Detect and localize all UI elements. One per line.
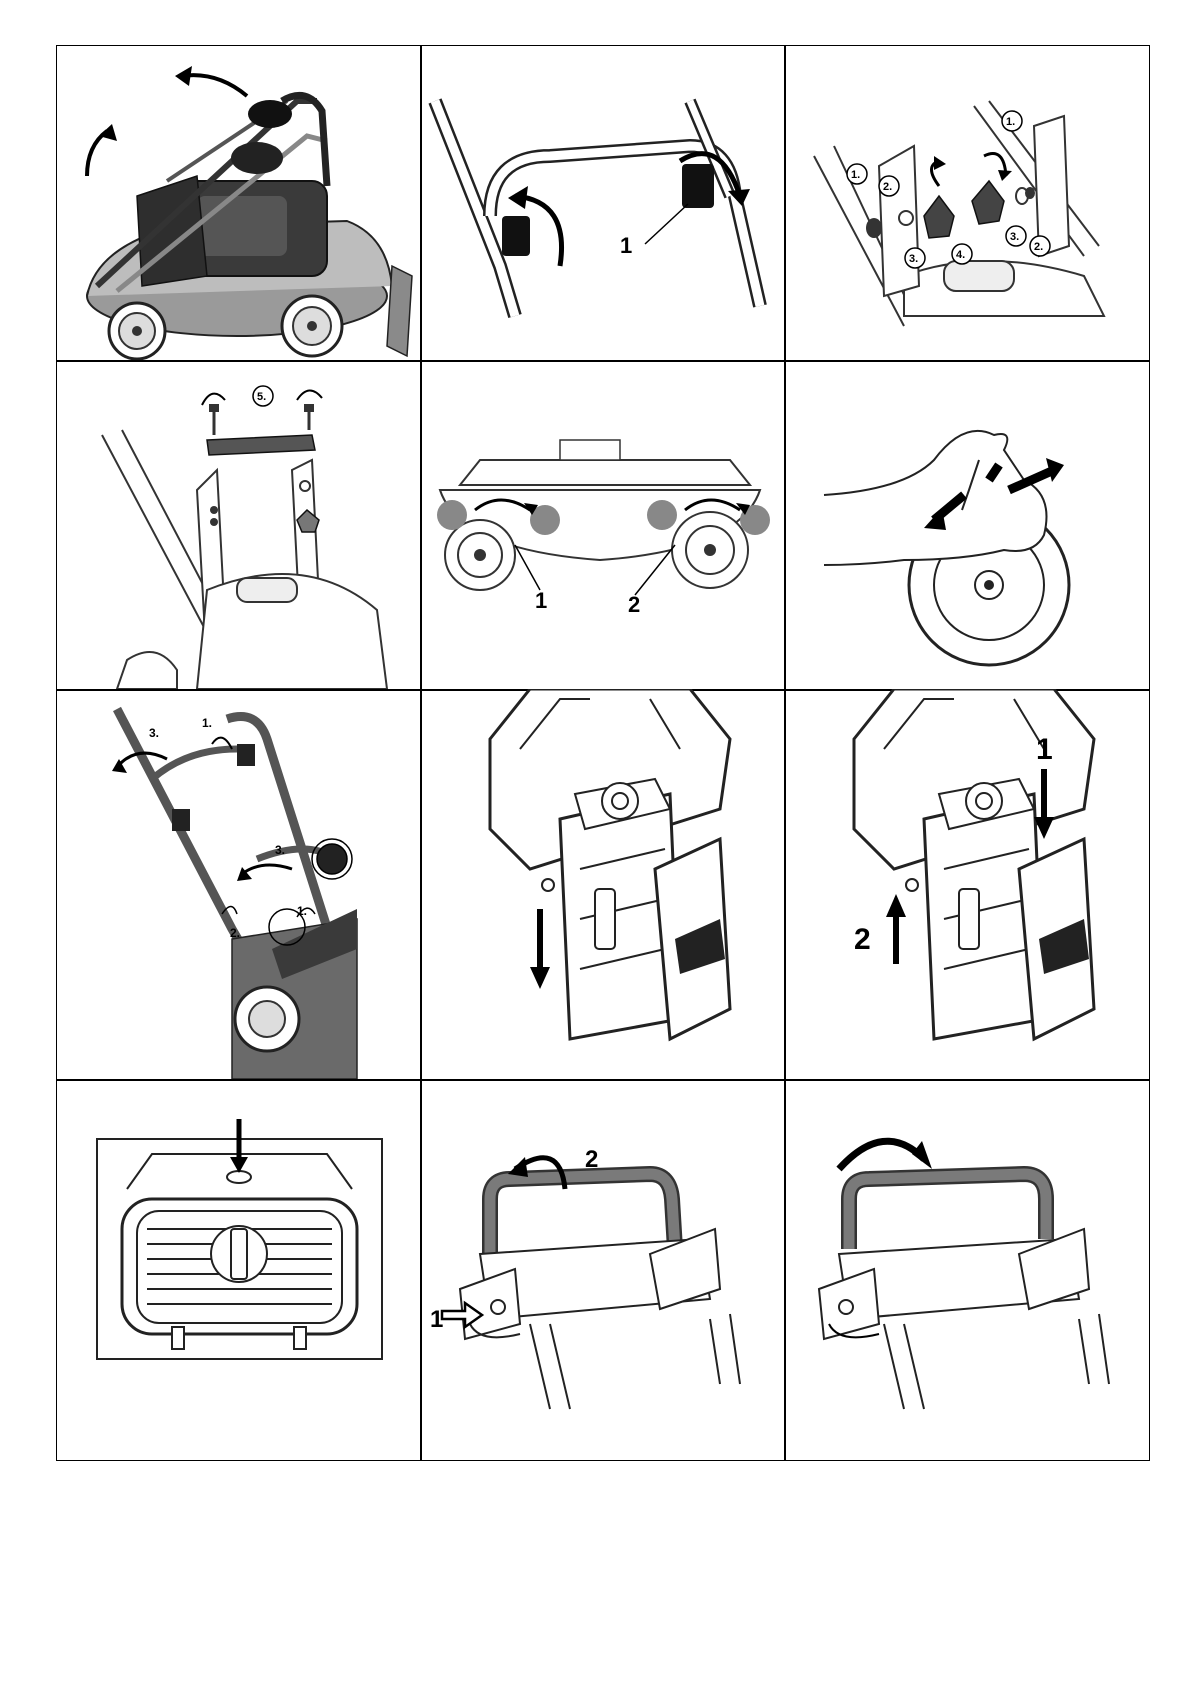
callout-label: 2. [230,926,240,940]
callout-label: 2 [585,1146,598,1173]
panel-knob-assembly: 1. 1. 2. 2. 3. 3. 4. [784,46,1151,360]
callout-label: 2 [628,592,640,617]
panel-front-view [57,1079,420,1462]
callout-label: 3. [909,253,918,265]
panel-battery-insert [420,689,784,1079]
hand-wheel-illustration [784,360,1151,689]
callout-label: 1 [430,1306,443,1333]
knob-assembly-illustration: 1. 1. 2. 2. 3. 3. 4. [784,46,1151,360]
panel-unfold-handle: 3. 1. 3. 2. 1. [57,689,420,1079]
battery-insert-illustration [420,689,784,1079]
handle-knob-illustration: 1 [420,46,784,360]
battery-remove-illustration: 1 2 [784,689,1151,1079]
front-view-illustration [57,1079,420,1462]
callout-label: 5. [257,391,266,403]
handle-release-illustration: 2 1 [420,1079,784,1462]
callout-label: 2. [883,181,892,193]
mower-fold-illustration [57,46,420,360]
panel-handle-rotate [784,1079,1151,1462]
handle-rotate-illustration [784,1079,1151,1462]
unfold-handle-illustration: 3. 1. 3. 2. 1. [57,689,420,1079]
panel-bracket-bolts: 5. [57,360,420,689]
panel-battery-remove: 1 2 [784,689,1151,1079]
callout-label: 2. [1034,241,1043,253]
callout-label: 1 [535,588,547,613]
height-lever-illustration: 1 2 [420,360,784,689]
callout-label: 3. [1010,231,1019,243]
panel-fold-handle [57,46,420,360]
callout-label: 1. [1006,116,1015,128]
callout-label: 1. [297,904,307,918]
callout-label: 3. [275,843,285,857]
callout-label: 1. [202,716,212,730]
callout-label: 1 [620,233,632,258]
figure-grid: 1 1. 1. [56,45,1150,1461]
panel-hand-wheel [784,360,1151,689]
bracket-illustration: 5. [57,360,420,689]
callout-label: 1 [1036,733,1053,766]
panel-handle-release: 2 1 [420,1079,784,1462]
panel-handle-knobs: 1 [420,46,784,360]
callout-label: 2 [854,923,871,956]
callout-label: 4. [956,249,965,261]
callout-label: 1. [851,169,860,181]
panel-height-levers: 1 2 [420,360,784,689]
callout-label: 3. [149,726,159,740]
